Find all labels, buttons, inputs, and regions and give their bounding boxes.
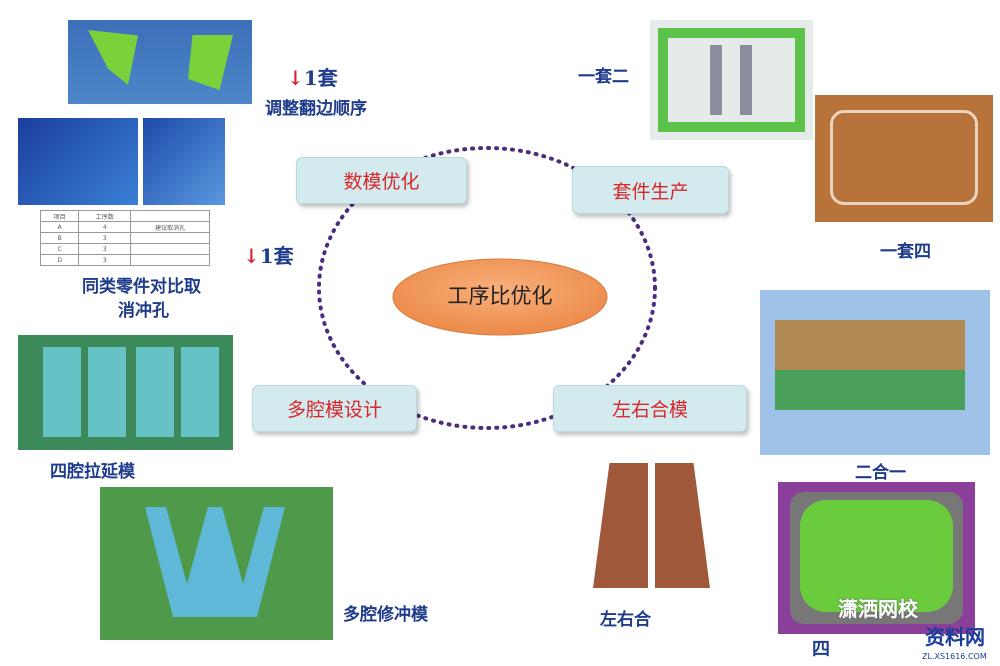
center-title: 工序比优化 — [447, 284, 553, 308]
four-in-one-image — [778, 482, 975, 634]
caption-left-right: 左右合 — [600, 610, 651, 630]
branch-kit-production: 套件生产 — [572, 166, 729, 214]
branch-multi-cavity-design: 多腔模设计 — [252, 385, 417, 432]
caption-adjust-flange: 调整翻边顺序 — [265, 99, 367, 119]
four-cavity-draw-die-image — [18, 335, 233, 450]
caption-compare-line2: 消冲孔 — [118, 301, 169, 321]
caption-compare-line1: 同类零件对比取 — [82, 277, 201, 297]
watermark-url: ZL.XS1616.COM — [922, 652, 987, 661]
part-image-b — [143, 118, 225, 205]
reduce-one-set-1: ↓1套 — [287, 62, 338, 91]
caption-one-set-four: 一套四 — [880, 242, 931, 262]
one-set-four-image — [815, 95, 993, 222]
reduce-one-set-2: ↓1套 — [243, 240, 294, 269]
flange-parts-image — [68, 20, 252, 104]
part-image-a — [18, 118, 138, 205]
two-in-one-image — [760, 290, 990, 455]
down-arrow-icon: ↓ — [243, 244, 260, 268]
one-set-two-image — [650, 20, 813, 140]
caption-multi-cavity-trim: 多腔修冲模 — [343, 605, 428, 625]
reduce-text: 1套 — [303, 66, 338, 90]
left-right-die-image — [563, 458, 740, 597]
watermark-school: 潇洒网校 — [838, 597, 918, 621]
caption-two-in-one: 二合一 — [855, 463, 906, 483]
caption-four-in-one: 四 — [812, 639, 830, 660]
watermark-site: 资料网 — [925, 625, 985, 649]
reduce-text: 1套 — [259, 244, 294, 268]
caption-four-cavity: 四腔拉延模 — [50, 462, 135, 482]
branch-left-right-die: 左右合模 — [553, 385, 747, 432]
down-arrow-icon: ↓ — [287, 66, 304, 90]
branch-model-optimization: 数模优化 — [296, 157, 467, 204]
multi-cavity-trim-die-image — [100, 487, 333, 640]
caption-one-set-two: 一套二 — [578, 67, 629, 87]
